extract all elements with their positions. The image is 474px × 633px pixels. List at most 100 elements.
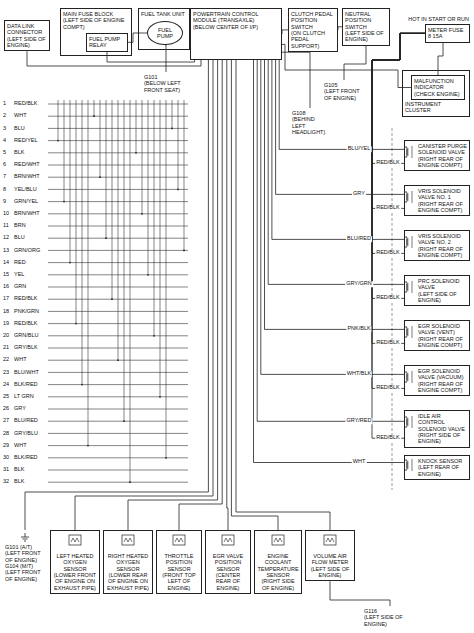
solenoid-coil [406, 326, 412, 338]
wire-color: WHT [14, 113, 27, 119]
wire [372, 33, 425, 163]
splice-dot [165, 457, 167, 459]
harness-wire [48, 409, 188, 410]
sensor-box: EGR VALVE POSITION SENSOR(CENTER REAR OF… [205, 530, 251, 594]
row-number: 16 [3, 284, 9, 290]
component-text: (CHECK ENGINE) [414, 91, 462, 97]
component-name: EGR SOLENOID VALVE (VACUUM) [418, 368, 467, 381]
row-number: 1 [3, 101, 6, 107]
wire-color: WHT [352, 460, 367, 466]
component-name: EGR SOLENOID VALVE (VENT) [418, 323, 467, 336]
component-text: (ON CLUTCH PEDAL SUPPORT) [291, 30, 335, 49]
wire [236, 60, 330, 530]
component-text: (LEFT SIDE OF ENGINE) [7, 36, 47, 49]
sensor-box: VOLUME AIR FLOW METER(LEFT SIDE OF ENGIN… [305, 530, 355, 581]
solenoid-coil [406, 191, 412, 203]
ground-symbol [21, 533, 29, 541]
wire [27, 51, 201, 66]
component-text: (RIGHT REAR OF ENGINE COMPT) [418, 201, 467, 214]
solenoid-coil [406, 236, 412, 248]
wire-color: BLU/RED [14, 418, 38, 424]
solenoid-box: PRC SOLENOID VALVE(LEFT SIDE OF ENGINE) [404, 275, 470, 306]
component-name: VOLUME AIR FLOW METER [308, 553, 352, 566]
component-text: (RIGHT REAR OF ENGINE COMPT) [418, 336, 467, 349]
control-module-box: POWERTRAIN CONTROL MODULE (TRANSAXLE)(BE… [190, 8, 282, 60]
wire-color: BRN [14, 223, 26, 229]
component-text: (LOWER FRONT OF ENGINE ON EXHAUST PIPE) [53, 572, 97, 591]
component-text: (RIGHT REAR OF ENGINE COMPT) [418, 156, 467, 169]
component-text: (BELOW CENTER OF I/P) [193, 24, 279, 30]
row-number: 24 [3, 382, 9, 388]
harness-wire [172, 100, 173, 128]
harness-wire [48, 470, 188, 471]
wire-color: WHT/BLK [346, 372, 372, 378]
harness-wire [70, 100, 71, 263]
harness-wire [58, 100, 59, 141]
component-text: (BEHIND LEFT HEADLIGHT) [292, 116, 328, 135]
component-text: (LEFT SIDE OF ENGINE) [364, 614, 416, 627]
component-text: (RIGHT REAR OF ENGINE COMPT) [418, 246, 467, 259]
wire-color: GRY/GRN [345, 282, 373, 288]
component-name: VRIS SOLENOID VALVE NO. 1 [418, 188, 467, 201]
wire-color: GRN/ORG [14, 248, 40, 254]
splice-dot [117, 359, 119, 361]
component-text: (LEFT FRONT OF ENGINE) [324, 88, 364, 101]
row-number: 20 [3, 333, 9, 339]
wire [128, 60, 218, 530]
sensor-symbol [122, 535, 134, 545]
wire [372, 33, 425, 298]
wire-color: BLK [14, 150, 24, 156]
sensor-box: LEFT HEATED OXYGEN SENSOR(LOWER FRONT OF… [50, 530, 100, 594]
harness-wire [64, 100, 65, 202]
solenoid-box: VRIS SOLENOID VALVE NO. 2(RIGHT REAR OF … [404, 230, 470, 261]
component-name: VRIS SOLENOID VALVE NO. 2 [418, 233, 467, 246]
wire [227, 60, 228, 530]
splice-dot [129, 481, 131, 483]
harness-wire [124, 100, 125, 421]
component-name: G108 [292, 110, 328, 116]
wire-color: RED/BLK [14, 296, 38, 302]
component-name: ENGINE COOLANT TEMPERATURE SENSOR [257, 553, 299, 578]
wire-color: GRY [14, 406, 26, 412]
harness-wire [88, 100, 89, 446]
row-number: 18 [3, 309, 9, 315]
wire-color: BLU/RED [346, 237, 372, 243]
wire-color: RED/BLK [375, 386, 401, 392]
wire [372, 33, 425, 208]
harness-wire [178, 100, 179, 189]
component-text: (LEFT SIDE OF ENGINE) [308, 566, 352, 579]
component-name: LEFT HEATED OXYGEN SENSOR [53, 553, 97, 572]
harness-wire [48, 396, 188, 397]
row-number: 31 [3, 467, 9, 473]
fuse-block: MAIN FUSE BLOCK(LEFT SIDE OF ENGINE COMP… [60, 8, 132, 56]
solenoid-box: EGR SOLENOID VALVE (VENT)(RIGHT REAR OF … [404, 320, 470, 351]
wire-color: LT GRN [14, 394, 34, 400]
harness-wire [166, 100, 167, 458]
component-text: (LEFT SIDE OF ENGINE) [418, 291, 467, 304]
component-name: FUEL PUMP [150, 27, 180, 40]
wire-color: RED/BLK [14, 321, 38, 327]
component-name: G105 [324, 82, 364, 88]
component-text: (RIGHT REAR OF ENGINE COMPT) [418, 381, 467, 394]
row-number: 15 [3, 272, 9, 278]
splice-dot [177, 189, 179, 191]
component-name: PRC SOLENOID VALVE [418, 278, 467, 291]
harness-wire [82, 100, 83, 385]
wire-color: GRY/BLU [14, 431, 38, 437]
wire [25, 60, 208, 530]
sensor-box: KNOCK SENSOR(LEFT REAR OF ENGINE) [404, 455, 470, 480]
wire-color: RED/BLK [375, 296, 401, 302]
wire-color: BLK [14, 479, 24, 485]
row-number: 23 [3, 370, 9, 376]
row-number: 11 [3, 223, 9, 229]
component-name: EGR VALVE POSITION SENSOR [208, 553, 248, 572]
component-text: (LEFT SIDE OF ENGINE COMPT) [63, 17, 129, 30]
harness-wire [48, 372, 188, 373]
wire-color: GRN [14, 284, 26, 290]
row-number: 2 [3, 113, 6, 119]
wire-color: BLU/WHT [14, 370, 39, 376]
splice-dot [93, 115, 95, 117]
wire [344, 46, 366, 80]
relay-box: FUEL PUMP RELAY [86, 33, 128, 52]
